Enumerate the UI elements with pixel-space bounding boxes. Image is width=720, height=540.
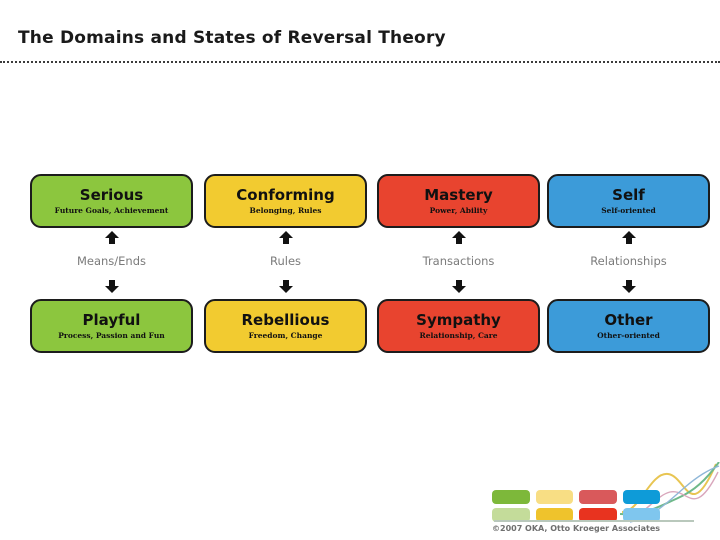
arrow-down-icon xyxy=(451,280,466,293)
state-box-conforming[interactable]: Conforming Belonging, Rules xyxy=(204,174,367,228)
logo-divider xyxy=(494,520,694,522)
logo-tile xyxy=(622,490,660,504)
domain-group-relationships: Relationships xyxy=(547,231,710,293)
state-subtitle: Power, Ability xyxy=(429,205,488,215)
copyright-text: ©2007 OKA, Otto Kroeger Associates xyxy=(492,524,660,533)
state-name: Other xyxy=(604,310,653,329)
logo-tile-row-top xyxy=(492,490,660,504)
state-name: Serious xyxy=(79,185,144,204)
state-subtitle: Process, Passion and Fun xyxy=(58,330,165,340)
state-subtitle: Self-oriented xyxy=(601,205,656,215)
domain-label: Transactions xyxy=(422,254,495,269)
state-subtitle: Other-oriented xyxy=(597,330,660,340)
oka-logo: ©2007 OKA, Otto Kroeger Associates xyxy=(470,462,720,540)
state-subtitle: Relationship, Care xyxy=(419,330,498,340)
logo-tile xyxy=(579,508,617,522)
state-subtitle: Belonging, Rules xyxy=(249,205,322,215)
logo-tile-grid xyxy=(492,490,660,522)
state-name: Mastery xyxy=(424,185,493,204)
arrow-up-icon xyxy=(104,231,119,244)
domain-label: Rules xyxy=(269,254,302,269)
arrow-up-icon xyxy=(451,231,466,244)
arrow-down-icon xyxy=(621,280,636,293)
domain-label: Means/Ends xyxy=(76,254,147,269)
state-name: Conforming xyxy=(236,185,335,204)
state-box-sympathy[interactable]: Sympathy Relationship, Care xyxy=(377,299,540,353)
logo-tile-row-bottom xyxy=(492,508,660,522)
state-box-self[interactable]: Self Self-oriented xyxy=(547,174,710,228)
state-box-playful[interactable]: Playful Process, Passion and Fun xyxy=(30,299,193,353)
title-divider xyxy=(0,61,720,63)
state-subtitle: Freedom, Change xyxy=(248,330,323,340)
state-box-mastery[interactable]: Mastery Power, Ability xyxy=(377,174,540,228)
state-name: Playful xyxy=(82,310,141,329)
arrow-down-icon xyxy=(104,280,119,293)
logo-tile xyxy=(622,508,660,522)
state-subtitle: Future Goals, Achievement xyxy=(54,205,169,215)
domain-label: Relationships xyxy=(590,254,667,269)
logo-tile xyxy=(492,490,530,504)
arrow-up-icon xyxy=(278,231,293,244)
logo-tile xyxy=(535,490,573,504)
domain-group-rules: Rules xyxy=(204,231,367,293)
state-name: Rebellious xyxy=(241,310,330,329)
arrow-up-icon xyxy=(621,231,636,244)
domain-group-transactions: Transactions xyxy=(377,231,540,293)
state-box-rebellious[interactable]: Rebellious Freedom, Change xyxy=(204,299,367,353)
state-box-other[interactable]: Other Other-oriented xyxy=(547,299,710,353)
logo-tile xyxy=(579,490,617,504)
arrow-down-icon xyxy=(278,280,293,293)
state-name: Sympathy xyxy=(416,310,501,329)
logo-tile xyxy=(535,508,573,522)
state-name: Self xyxy=(612,185,645,204)
domain-group-means-ends: Means/Ends xyxy=(30,231,193,293)
logo-tile xyxy=(492,508,530,522)
page-title: The Domains and States of Reversal Theor… xyxy=(18,28,446,48)
state-box-serious[interactable]: Serious Future Goals, Achievement xyxy=(30,174,193,228)
